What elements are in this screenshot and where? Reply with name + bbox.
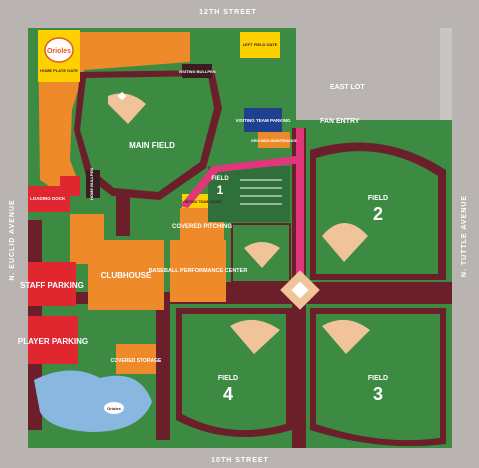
logo-text: Orioles [47,48,71,55]
main-field-label: MAIN FIELD [129,141,175,150]
main-path-network [28,128,452,448]
field-4-word: FIELD [218,375,238,382]
practice-field-diamond [244,242,280,268]
pond [34,370,152,432]
home-plate-gate-label: HOME PLATE GATE [40,68,78,73]
performance-center-block [170,240,226,302]
staff-parking-label: STAFF PARKING [20,281,84,290]
field-1-number: 1 [217,183,224,197]
clubhouse-annex [70,214,104,264]
performance-center-label: BASEBALL PERFORMANCE CENTER [149,268,248,274]
visiting-team-parking-label: VISITING TEAM PARKING [236,118,291,123]
left-field-gate-box [240,32,280,58]
grounds-maintenance-block [258,132,290,148]
field-3-number: 3 [373,384,383,404]
visiting-team-cages-label: VISITING TEAM CAGES [182,200,222,204]
player-parking-lot [28,316,78,364]
field-2-number: 2 [373,204,383,224]
field-1-area [208,166,290,222]
street-north-label: 12TH STREET [199,9,257,16]
north-access-road [116,196,130,236]
clubhouse-label: CLUBHOUSE [101,271,152,280]
home-bullpen-label: HOME BULLPEN [89,168,94,200]
orioles-logo [44,37,74,63]
field-1-word: FIELD [211,176,229,182]
visiting-team-parking-lot [244,108,282,132]
field-2-word: FIELD [368,195,388,202]
east-lot-curb [440,28,452,120]
pond-sign [104,402,124,414]
central-plaza-core [291,281,309,299]
loading-dock-label: LOADING DOCK [30,196,66,201]
field-4-number: 4 [223,384,233,404]
home-bullpen [86,170,100,198]
covered-storage-block [116,344,156,374]
field-2-diamond [322,223,368,262]
fan-entry-label: FAN ENTRY [320,118,360,125]
street-east-label: N. TUTTLE AVENUE [461,195,468,277]
street-west-label: N. EUCLID AVENUE [9,199,16,280]
main-field-diamond [108,91,146,124]
left-field-gate-label: LEFT FIELD GATE [243,42,278,47]
fan-path [180,128,304,286]
covered-storage-label: COVERED STORAGE [111,358,162,364]
staff-parking-lot [28,262,76,306]
east-lot-label: EAST LOT [330,84,365,91]
field-4-diamond [230,319,280,354]
grounds-maintenance-label: GROUNDS MAINTENANCE [251,139,298,143]
visiting-bullpen-label: VISITING BULLPEN [178,69,215,74]
field-3-word: FIELD [368,375,388,382]
field-1-cages [240,179,282,205]
loading-dock-notch [60,176,80,196]
street-south-label: 10TH STREET [211,457,269,464]
east-lot [296,28,452,120]
player-parking-label: PLAYER PARKING [18,337,88,346]
field-3-diamond [322,319,370,354]
visiting-bullpen [182,64,212,78]
pond-sign-text: Orioles [107,406,122,411]
covered-pitching-label: COVERED PITCHING [172,224,232,230]
